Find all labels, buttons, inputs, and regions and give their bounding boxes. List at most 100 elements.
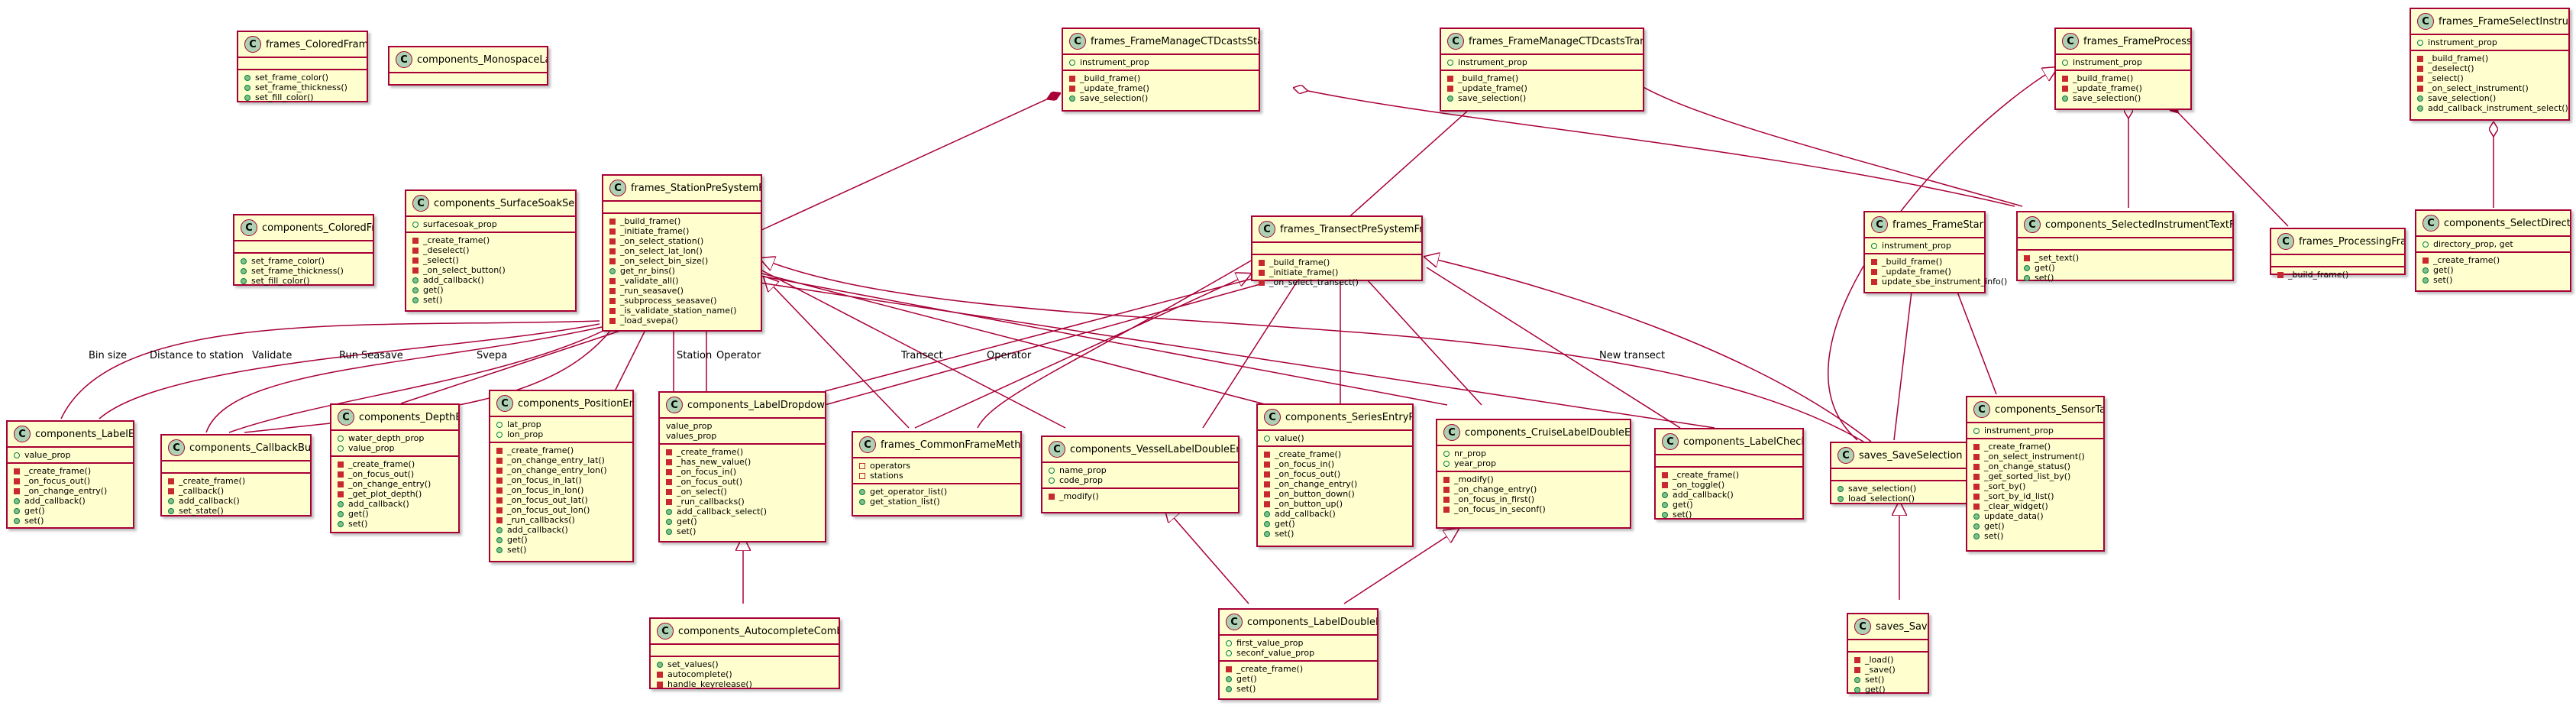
public-visibility-icon <box>1447 59 1453 66</box>
member-text: get() <box>423 285 444 295</box>
class-method: _modify() <box>1443 474 1624 484</box>
member-text: directory_prop, get <box>2433 239 2513 249</box>
public-visibility-icon <box>496 421 503 428</box>
class-components-autocompletecombobox: Ccomponents_AutocompleteComboboxset_valu… <box>649 617 840 689</box>
member-text: _create_frame() <box>677 447 744 457</box>
member-text: value_prop <box>24 450 71 460</box>
class-name: components_SeriesEntryPicker <box>1285 411 1412 423</box>
private-visibility-icon <box>609 257 616 264</box>
member-text: _is_validate_station_name() <box>620 306 737 316</box>
private-visibility-icon <box>14 468 20 474</box>
edge-label-operator-b: Operator <box>987 350 1032 361</box>
class-method: get() <box>496 535 626 545</box>
member-text: _on_focus_in() <box>677 467 737 477</box>
class-method: add_callback() <box>338 499 452 509</box>
class-method: _load_svepa() <box>609 316 755 325</box>
class-frames-commonframemethods: Cframes_CommonFrameMethodsoperatorsstati… <box>852 431 1022 517</box>
member-text: _on_focus_out() <box>1275 469 1341 479</box>
member-text: _modify() <box>1059 491 1099 501</box>
member-text: _build_frame() <box>1882 257 1943 267</box>
member-text: _on_change_entry() <box>24 486 108 496</box>
class-method: _on_focus_in_lat() <box>496 475 626 485</box>
private-visibility-icon <box>1049 493 1055 500</box>
edge-label-new-transect: New transect <box>1599 350 1666 361</box>
class-c-icon: C <box>1854 618 1871 635</box>
class-c-icon: C <box>412 195 429 212</box>
class-c-icon: C <box>609 180 626 196</box>
class-methods: _create_frame()_on_focus_out()_on_change… <box>331 457 458 531</box>
member-text: _run_seasave() <box>620 286 684 296</box>
class-method: _build_frame() <box>609 216 755 226</box>
edge-label-operator-a: Operator <box>716 350 761 361</box>
public-visibility-icon <box>1069 59 1075 66</box>
class-name: frames_CommonFrameMethods <box>881 439 1020 451</box>
member-text: get_station_list() <box>870 497 940 507</box>
member-text: update_data() <box>1984 511 2044 521</box>
member-text: _create_frame() <box>1275 449 1342 459</box>
member-text: _on_focus_out() <box>677 477 743 487</box>
member-text: value_prop <box>666 421 713 431</box>
private-visibility-icon <box>1226 666 1232 672</box>
member-text: get() <box>24 506 45 516</box>
class-method: _create_frame() <box>2422 255 2564 265</box>
class-name: frames_TransectPreSystemFrame <box>1280 223 1421 235</box>
member-text: _on_select() <box>677 487 727 497</box>
class-fields: value_prop <box>8 448 133 464</box>
public-visibility-icon <box>338 510 344 517</box>
class-method: save_selection() <box>2062 93 2184 103</box>
public-visibility-icon <box>1837 485 1844 492</box>
class-method: _update_frame() <box>1069 83 1252 93</box>
member-text: instrument_prop <box>1984 426 2054 436</box>
public-visibility-icon <box>168 497 174 504</box>
class-method: _sort_by_id_list() <box>1973 491 2097 501</box>
public-visibility-icon <box>2417 95 2423 102</box>
class-fields <box>651 645 839 657</box>
member-text: get_nr_bins() <box>620 266 675 276</box>
public-visibility-icon <box>1226 685 1232 692</box>
class-methods: _load()_save()set()get() <box>1848 653 1928 697</box>
member-text: surfacesoak_prop <box>423 219 497 229</box>
class-name: components_SurfaceSoakSelector <box>434 197 575 209</box>
member-text: add_callback() <box>1673 490 1734 500</box>
member-text: _load_svepa() <box>620 316 678 325</box>
class-methods: _create_frame()get()set() <box>1220 662 1377 696</box>
member-text: set() <box>507 545 527 555</box>
member-text: _on_focus_out_lat() <box>507 495 588 505</box>
public-visibility-icon <box>496 546 503 553</box>
public-visibility-icon <box>666 518 672 525</box>
member-text: _modify() <box>1454 474 1494 484</box>
private-visibility-icon <box>1264 451 1270 458</box>
member-text: seconf_value_prop <box>1236 648 1315 658</box>
class-method: get_station_list() <box>859 497 1014 507</box>
public-visibility-icon <box>244 74 250 81</box>
class-method: _is_validate_station_name() <box>609 306 755 316</box>
member-text: set() <box>423 295 443 305</box>
member-text: _on_change_status() <box>1984 461 2071 471</box>
private-visibility-icon <box>338 461 344 468</box>
private-visibility-icon <box>1973 503 1980 510</box>
member-text: set_frame_thickness() <box>255 83 347 92</box>
private-visibility-icon <box>2062 85 2068 92</box>
class-name: components_DepthEntry <box>359 411 458 423</box>
private-visibility-icon <box>1871 268 1877 275</box>
edge-dropdown-to-transect-b <box>824 283 1261 406</box>
member-text: _sort_by() <box>1984 481 2026 491</box>
member-text: _on_button_up() <box>1275 499 1343 509</box>
edge-label-run-seasave: Run Seasave <box>339 350 403 361</box>
edge-savesel-to-transect <box>1424 257 1872 442</box>
class-method: set() <box>412 295 569 305</box>
member-text: set_frame_color() <box>255 73 329 83</box>
public-visibility-icon <box>1443 450 1450 457</box>
class-c-icon: C <box>396 51 412 68</box>
class-methods: _create_frame()_callback()add_callback()… <box>162 474 310 518</box>
